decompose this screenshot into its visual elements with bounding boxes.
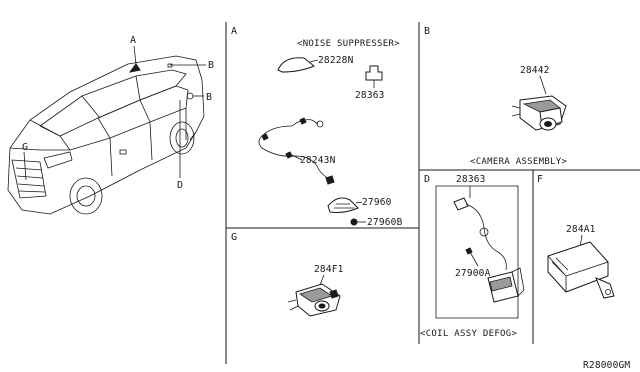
section-d-label: D xyxy=(424,174,430,185)
coil-assy-defog-caption: <COIL ASSY DEFOG> xyxy=(420,329,517,339)
car-illustration xyxy=(7,45,206,215)
section-g: G 284F1 xyxy=(231,232,344,317)
section-b-label: B xyxy=(424,26,430,37)
noise-suppresser-caption: <NOISE SUPPRESSER> xyxy=(297,39,400,49)
section-d: D 28363 27900A <COIL ASSY DEFOG> xyxy=(420,174,525,339)
part-28228N: 28228N xyxy=(318,55,354,66)
part-284A1: 284A1 xyxy=(566,224,596,235)
panel-dividers xyxy=(225,22,640,364)
antenna-fin-part xyxy=(277,57,315,73)
section-f: F 284A1 xyxy=(537,174,615,299)
section-a-label: A xyxy=(231,26,237,37)
grommet-part xyxy=(350,218,358,226)
part-27960B: 27960B xyxy=(367,217,403,228)
section-a: A <NOISE SUPPRESSER> 28228N 28363 28243N… xyxy=(231,26,403,228)
antenna-base-part xyxy=(327,197,359,213)
defog-coil-cable xyxy=(465,203,507,271)
section-b: B 28442 <CAMERA ASSEMBLY> xyxy=(424,26,567,167)
part-28363-b: 28363 xyxy=(456,174,486,185)
part-27900A: 27900A xyxy=(455,268,491,279)
part-28442: 28442 xyxy=(520,65,550,76)
part-28363-a: 28363 xyxy=(355,90,385,101)
diagram-code: R28000GM xyxy=(583,360,630,371)
camera-assembly-caption: <CAMERA ASSEMBLY> xyxy=(470,157,567,167)
part-28243N: 28243N xyxy=(300,155,336,166)
callout-d: D xyxy=(177,180,183,191)
noise-suppressor-part xyxy=(365,65,383,81)
control-unit-part xyxy=(547,241,609,293)
antenna-feeder-cable xyxy=(258,125,333,181)
part-284F1: 284F1 xyxy=(314,264,344,275)
callout-a: A xyxy=(130,35,136,46)
section-g-label: G xyxy=(231,232,237,243)
car-callouts: A B B G D xyxy=(22,35,214,191)
callout-b-rear: B xyxy=(206,92,212,103)
section-f-label: F xyxy=(537,174,543,185)
part-27960: 27960 xyxy=(362,197,392,208)
callout-g: G xyxy=(22,142,28,153)
callout-b-roof: B xyxy=(208,60,214,71)
